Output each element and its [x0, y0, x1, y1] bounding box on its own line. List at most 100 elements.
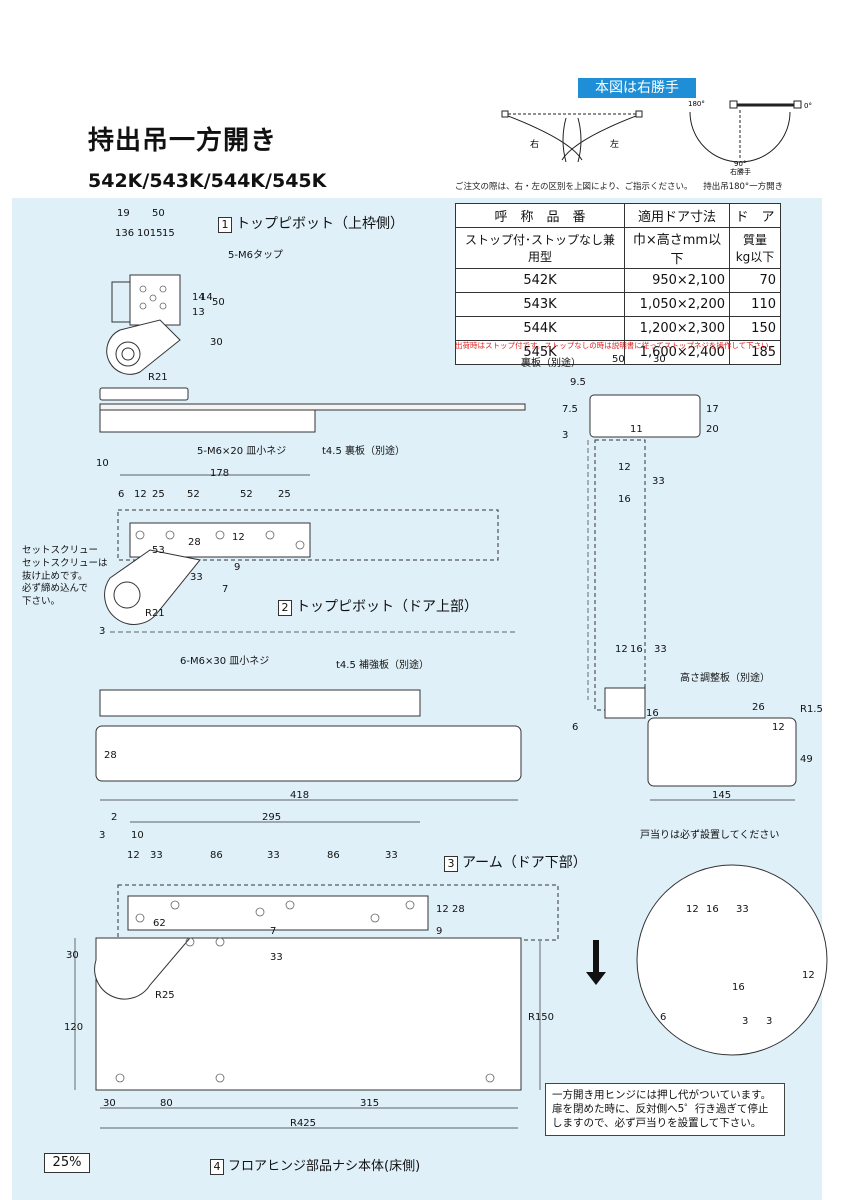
dim: 16 — [618, 494, 631, 505]
dim: 28 — [104, 750, 117, 761]
caption-3-num: 3 — [444, 856, 458, 872]
dim: 16 — [630, 644, 643, 655]
dim: 3 — [766, 1016, 772, 1027]
pivot-note: 持出吊180°一方開き — [703, 182, 784, 192]
setscrew-line: セットスクリューは — [22, 557, 108, 569]
door-top-plate — [129, 522, 311, 558]
angle-180-label: 180° — [688, 100, 705, 108]
dim: 28 — [188, 537, 201, 548]
spec-header-mass: ド ア — [729, 203, 781, 228]
spec-row: 542K 950×2,100 70 — [455, 268, 781, 293]
label-tap: 5-M6タップ — [228, 250, 283, 261]
dim: 295 — [262, 812, 281, 823]
dim: 16 — [646, 708, 659, 719]
dim: 33 — [190, 572, 203, 583]
angle-0-label: 0° — [804, 102, 812, 110]
dim: 12 — [686, 904, 699, 915]
side-top-assembly — [589, 394, 701, 438]
frame-beam — [99, 403, 526, 411]
dim: R150 — [528, 1012, 554, 1023]
dim: 120 — [64, 1022, 83, 1033]
dim: 12 — [134, 489, 147, 500]
dim: 7 — [270, 926, 276, 937]
hand-label-right: 右 — [530, 138, 539, 150]
hand-diagrams: 右 左 180° 0° 90° 右勝手 — [501, 100, 812, 176]
dim: 12 — [127, 850, 140, 861]
dim: 50 — [152, 208, 165, 219]
dim: 33 — [270, 952, 283, 963]
dim: 10 — [96, 458, 109, 469]
angle-90-label: 90° — [734, 160, 746, 168]
doorstop-note-line: 扉を閉めた時に、反対側へ5゜行き過ぎて停止 — [552, 1103, 769, 1116]
dim: 50 — [612, 354, 625, 365]
pivot-pin — [121, 347, 135, 361]
dim: 3 — [742, 1016, 748, 1027]
right-hand-label: 右勝手 — [730, 167, 751, 176]
dim: 19 — [117, 208, 130, 219]
down-arrow-icon — [586, 940, 606, 985]
dim: 9 — [436, 926, 442, 937]
dim: 9.5 — [570, 377, 586, 388]
arm-plate — [127, 895, 429, 931]
caption-4-text: フロアヒンジ部品ナシ本体(床側) — [228, 1159, 421, 1174]
dim: 33 — [736, 904, 749, 915]
caption-1-text: トップピボット（上枠側） — [236, 216, 404, 232]
dim: 20 — [706, 424, 719, 435]
dim: 2 — [111, 812, 117, 823]
zoom-detail — [636, 864, 828, 1056]
frame-top-rail — [99, 387, 189, 401]
spec-sub-model: ストップ付･ストップなし兼用型 — [455, 227, 625, 269]
side-floor-body — [647, 717, 797, 787]
label-backplate-side: 裏板（別途） — [521, 358, 581, 369]
spec-row: 543K 1,050×2,200 110 — [455, 292, 781, 317]
spec-mass: 185 — [729, 340, 781, 365]
dim: 6 — [572, 722, 578, 733]
dim: 33 — [150, 850, 163, 861]
dim: 145 — [712, 790, 731, 801]
reinforce-plate — [99, 689, 421, 717]
side-adjust-block — [604, 687, 646, 719]
dim: R21 — [148, 372, 168, 383]
label-screw1: 5-M6×20 皿小ネジ — [197, 446, 287, 457]
setscrew-line: 抜け止めです。 — [22, 570, 88, 582]
door-top-outline — [117, 509, 499, 561]
dim: 3 — [99, 830, 105, 841]
doorstop-note-line: 一方開き用ヒンジには押し代がついています。 — [552, 1089, 772, 1101]
spec-mass: 70 — [729, 268, 781, 293]
label-reinforce: t4.5 補強板（別途） — [336, 660, 430, 671]
dim: 3 — [99, 626, 105, 637]
dim: R425 — [290, 1118, 316, 1129]
dim: 12 — [436, 904, 449, 915]
dim: 17 — [706, 404, 719, 415]
spec-model: 542K — [455, 268, 625, 293]
dim: R25 — [155, 990, 175, 1001]
spec-mass: 150 — [729, 316, 781, 341]
label-height-adj: 高さ調整板（別途） — [680, 673, 770, 684]
dim: 12 — [802, 970, 815, 981]
dim: 49 — [800, 754, 813, 765]
spec-size: 1,050×2,200 — [624, 292, 730, 317]
label-backplate1: t4.5 裏板（別途） — [322, 446, 406, 457]
dim: 25 — [278, 489, 291, 500]
dim: 80 — [160, 1098, 173, 1109]
dim: R1.5 — [800, 704, 823, 715]
dim: 25 — [152, 489, 165, 500]
spec-table: 呼 称 品 番 適用ドア寸法 ド ア ストップ付･ストップなし兼用型 巾×高さm… — [455, 203, 781, 365]
hand-badge: 本図は右勝手 — [578, 78, 696, 98]
dim: 33 — [652, 476, 665, 487]
dim: 30 — [103, 1098, 116, 1109]
dim: 14 — [200, 292, 213, 303]
dim: 26 — [752, 702, 765, 713]
dim: 418 — [290, 790, 309, 801]
dim: 12 — [618, 462, 631, 473]
hand-label-left: 左 — [610, 138, 619, 150]
dim: 178 — [210, 468, 229, 479]
dim: 52 — [240, 489, 253, 500]
dim: 50 — [212, 297, 225, 308]
scale-indicator: 25% — [44, 1153, 90, 1173]
